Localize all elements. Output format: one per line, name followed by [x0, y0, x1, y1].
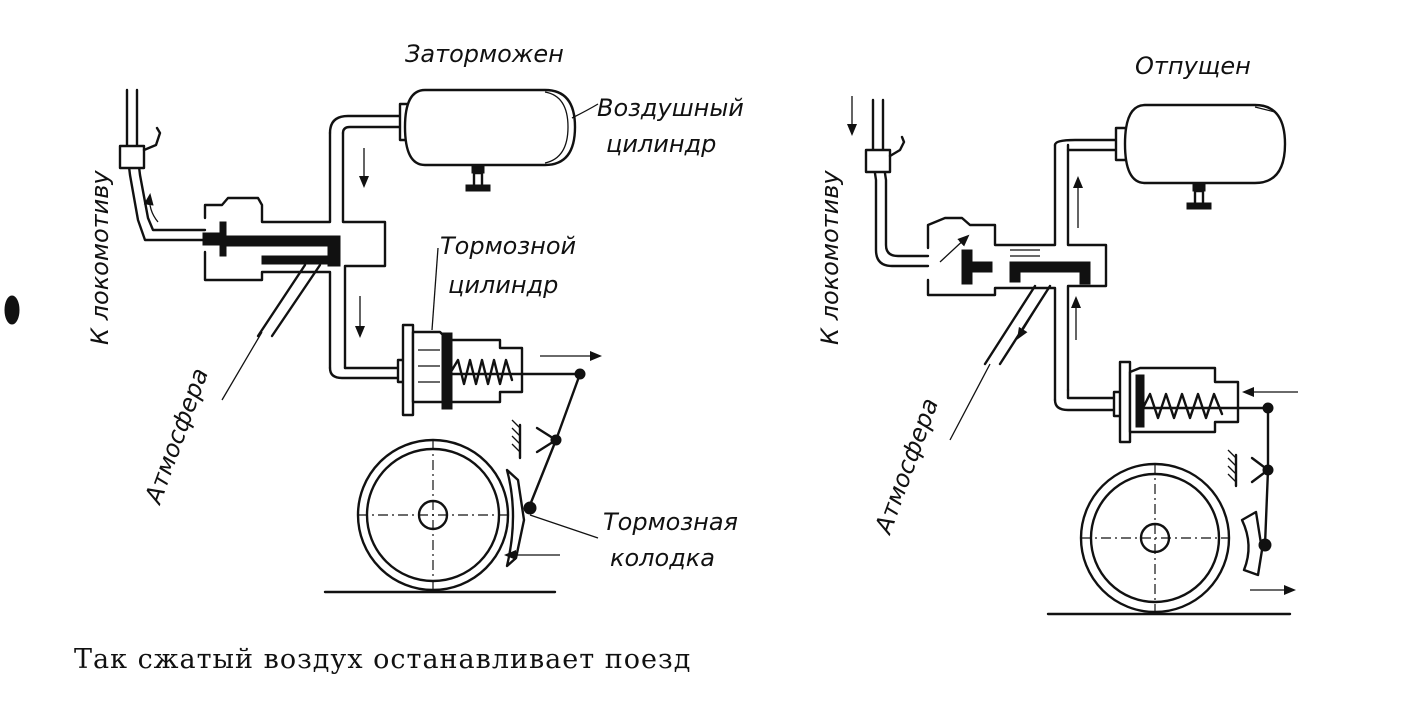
brake-shoe-label-line1: Тормозная	[603, 508, 738, 536]
triple-valve	[202, 131, 387, 401]
reservoir-pipe	[328, 114, 402, 135]
flow-arrow-icon	[1016, 301, 1041, 340]
brake-cylinder	[396, 247, 582, 417]
wheel	[323, 438, 599, 594]
locomotive-label: К локомотиву	[816, 170, 844, 345]
released-title: Отпущен	[1135, 52, 1251, 80]
brake-shoe-label-line2: колодка	[610, 544, 715, 572]
air-reservoir-label-line1: Воздушный	[597, 94, 744, 122]
triple-valve	[926, 143, 1108, 441]
atmosphere-label: Атмосфера	[869, 394, 944, 539]
reservoir-pipe	[1053, 138, 1120, 147]
locomotive-label: К локомотиву	[86, 170, 114, 345]
wheel	[1046, 462, 1292, 616]
released-diagram: Отпущен Атмосфера К локомотиву	[816, 52, 1298, 616]
brake-cylinder-label-line1: Тормозной	[440, 232, 576, 260]
cylinder-pipe	[1053, 398, 1120, 412]
air-reservoir	[1114, 103, 1287, 210]
brake-cylinder	[1112, 360, 1270, 444]
atmosphere-label: Атмосфера	[139, 364, 214, 509]
brake-hose	[864, 98, 930, 268]
flow-arrow-icon	[939, 234, 970, 263]
brake-hose	[118, 88, 207, 242]
brake-linkage	[1227, 402, 1274, 547]
brake-cylinder-label-line2: цилиндр	[448, 271, 558, 299]
braked-title: Заторможен	[405, 40, 564, 68]
air-reservoir-label-line2: цилиндр	[606, 130, 716, 158]
braked-diagram: Заторможен Воздушный цилиндр Тормозной ц…	[86, 40, 744, 594]
brake-linkage	[511, 368, 586, 507]
flow-arrow-icon	[143, 193, 159, 223]
cylinder-pipe	[328, 366, 404, 380]
figure-caption: Так сжатый воздух останавливает поезд	[74, 644, 692, 675]
scan-blot	[4, 295, 20, 325]
air-reservoir	[398, 88, 599, 192]
